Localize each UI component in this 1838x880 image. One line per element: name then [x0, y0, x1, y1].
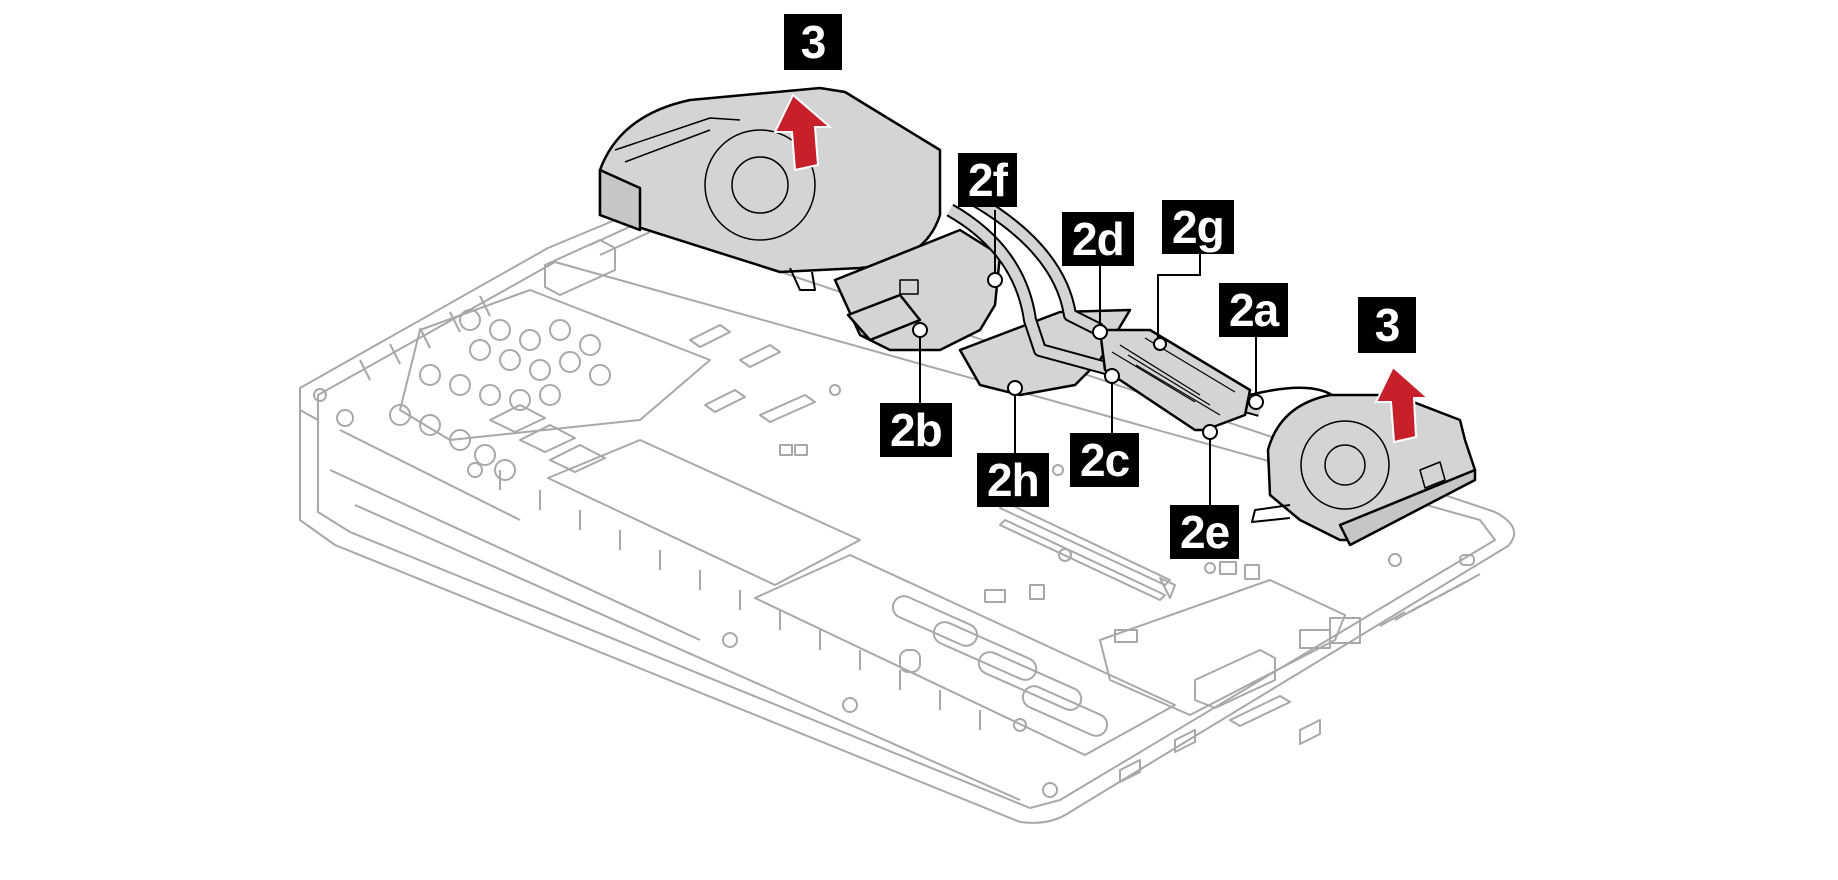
connectors — [689, 324, 1260, 643]
screw-2a-callout: 2a — [1219, 283, 1289, 337]
chassis-front-ribs — [499, 470, 981, 730]
io-board — [1099, 579, 1346, 716]
screw-2b-hole — [912, 322, 928, 338]
large-bay — [547, 439, 861, 586]
screw-posts — [313, 384, 1402, 798]
left-fan-cable — [789, 267, 816, 291]
screw-2c-hole — [1104, 368, 1120, 384]
screw-2e-hole — [1202, 424, 1218, 440]
screw-2h-callout: 2h — [977, 453, 1049, 507]
plate-chip — [899, 279, 919, 295]
chassis-outline — [299, 217, 1516, 824]
chassis-left-edge — [299, 388, 319, 421]
screw-2f-hole — [987, 272, 1003, 288]
leader-2g — [1157, 252, 1201, 338]
plate-tab — [846, 293, 922, 342]
battery-area — [399, 289, 711, 441]
chassis-ribs — [329, 295, 1021, 801]
screw-2h-hole — [1007, 380, 1023, 396]
screw-2g-hole — [1153, 337, 1167, 351]
leader-lines — [919, 210, 1257, 505]
lift-arrow-right — [1374, 365, 1431, 444]
screw-2g-callout: 2g — [1162, 200, 1234, 254]
step-3-callout-right: 3 — [1358, 297, 1416, 353]
screw-2b-callout: 2b — [880, 403, 952, 457]
screw-2d-hole — [1092, 324, 1108, 340]
screw-2d-callout: 2d — [1062, 212, 1134, 266]
left-fan — [598, 86, 942, 274]
right-vents — [1379, 554, 1481, 627]
chassis — [299, 217, 1516, 824]
arrow-up-icon — [773, 93, 1431, 444]
screw-2e-callout: 2e — [1170, 505, 1240, 559]
screw-2f-callout: 2f — [958, 153, 1017, 207]
right-fan-cable — [1251, 504, 1291, 523]
left-fan-hub-ring — [704, 129, 816, 241]
step-3-callout-left: 3 — [784, 14, 842, 70]
screw-2a-hole — [1248, 394, 1264, 410]
pads — [489, 404, 606, 473]
dimm-slots — [999, 501, 1176, 601]
honeycomb-holes — [389, 309, 611, 481]
right-fan-hub-ring — [1300, 420, 1390, 510]
right-fan-hub — [1324, 444, 1366, 486]
io-ports — [1119, 617, 1361, 783]
memory-bay — [754, 554, 1176, 756]
lift-arrow-left — [773, 93, 833, 172]
left-fan-hub — [731, 156, 789, 214]
chassis-inner-rim — [317, 261, 1496, 809]
screw-2c-callout: 2c — [1070, 433, 1140, 487]
oblong-slots — [891, 595, 1109, 737]
